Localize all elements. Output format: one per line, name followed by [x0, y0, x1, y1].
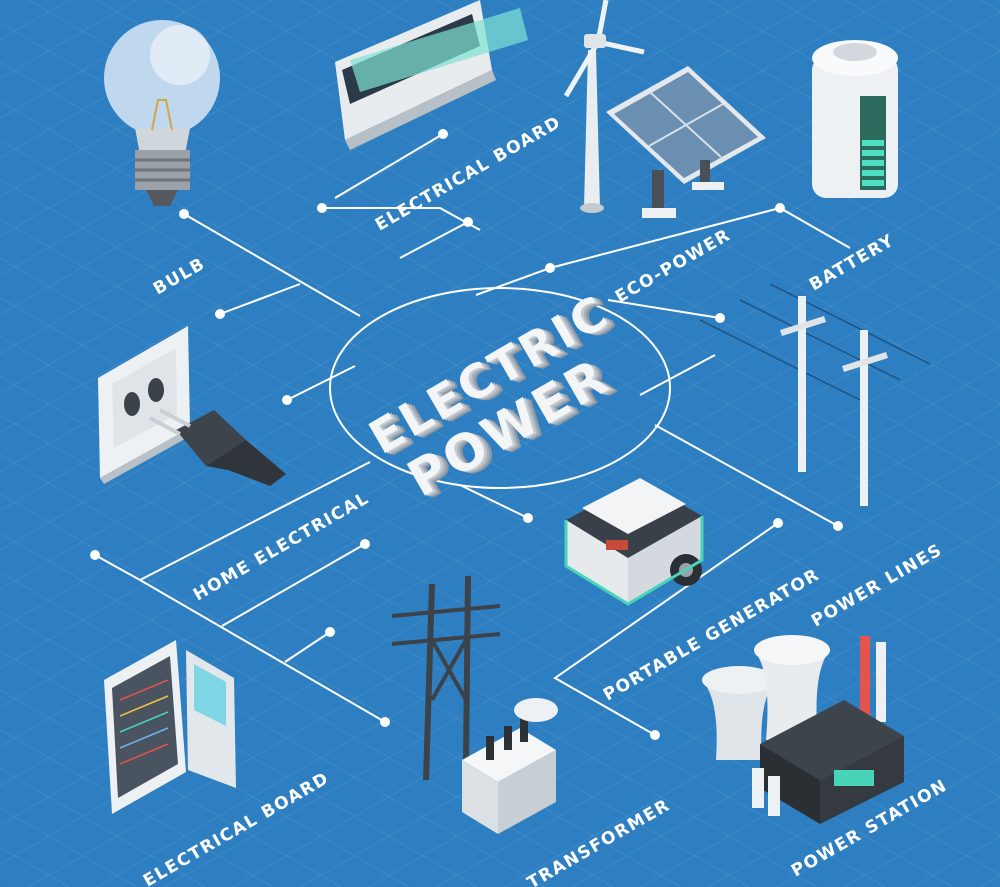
power-pole-near: [780, 296, 888, 506]
power-station-icon: [702, 635, 904, 824]
transformer-icon: [391, 575, 558, 834]
connector-lines: [94, 133, 851, 736]
wall-socket-icon: [98, 326, 194, 484]
power-line-poles-icon: [699, 283, 931, 401]
battery-icon: [812, 40, 898, 198]
connector-nodes: [90, 129, 843, 740]
solar-panel-icon: [606, 66, 766, 218]
wind-turbine-icon: [563, 0, 645, 213]
light-bulb-icon: [104, 20, 220, 206]
plug-icon: [149, 408, 286, 486]
electrical-board-icon: [335, 0, 528, 150]
portable-generator-icon: [564, 478, 704, 606]
electrical-cabinet-icon: [104, 640, 236, 814]
